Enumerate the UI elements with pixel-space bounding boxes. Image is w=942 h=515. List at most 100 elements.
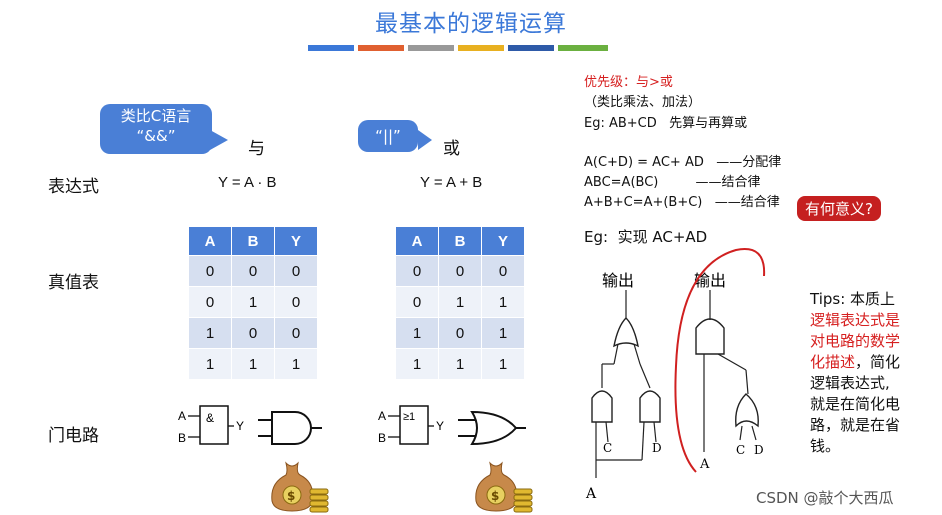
money-bag-icon: $ [475,461,533,513]
stripe-1 [308,45,354,51]
truth-header-a: A [188,226,232,256]
truth-cell: 1 [274,348,318,380]
associative-law-and: ABC=A(BC) ——结合律 [584,175,761,190]
associative-law-or: A+B+C=A+(B+C) ——结合律 [584,195,780,210]
truth-cell: 0 [274,286,318,318]
truth-cell: 1 [395,348,439,380]
table-row: 0 1 1 [395,286,525,318]
tips-red-line-3: 化描述 [810,353,856,371]
truth-cell: 1 [481,348,525,380]
red-circle-annotation [674,248,766,473]
or-word: 或 [443,139,460,159]
or-gate-ansi-shape [470,410,518,446]
and-gate-diagram: A B & Y [178,405,322,445]
truth-cell: 0 [231,317,275,349]
tips-rest-5: 钱。 [810,437,841,455]
table-row: 0 0 0 [188,255,318,287]
gate-output-y-label: Y [436,419,444,433]
tips-lead: Tips: 本质上 [810,290,896,308]
truth-cell: 0 [481,255,525,287]
example-2-note: Eg: 实现 AC+AD [584,228,708,246]
and-word: 与 [248,139,265,159]
truth-header-b: B [231,226,275,256]
truth-cell: 0 [274,255,318,287]
tips-rest-2: 逻辑表达式, [810,374,890,392]
truth-header-y: Y [274,226,318,256]
table-row: 1 0 0 [188,317,318,349]
truth-cell: 1 [231,348,275,380]
tips-rest-4: 路，就是在省 [810,416,901,434]
truth-cell: 1 [438,348,482,380]
truth-cell: 0 [395,286,439,318]
tips-rest-3: 就是在简化电 [810,395,901,413]
tips-rest-1: ，简化 [855,353,901,371]
or-analogy-bubble: “||” [358,120,432,152]
or-truth-table: A B Y 0 0 0 0 1 1 1 0 1 1 1 1 [395,226,525,380]
truth-cell: 0 [231,255,275,287]
tips-red-line-2: 对电路的数学 [810,332,901,350]
gate-output-y-label: Y [236,419,244,433]
handwritten-circuit-sketch: 输出 输出 C D A C D A [585,248,766,502]
example-1-note: Eg: AB+CD 先算与再算或 [584,116,748,131]
truth-cell: 1 [395,317,439,349]
and-expression: Y = A · B [218,174,277,191]
handwritten-a-label: A [699,457,710,472]
truth-cell: 0 [188,255,232,287]
truth-cell: 1 [188,348,232,380]
truth-cell: 1 [481,286,525,318]
stripe-4 [458,45,504,51]
handwritten-output-label: 输出 [694,271,726,290]
tips-red-line-1: 逻辑表达式是 [810,311,901,329]
stripe-3 [408,45,454,51]
truth-cell: 0 [438,255,482,287]
slide-title: 最基本的逻辑运算 [375,11,567,37]
truth-cell: 0 [438,317,482,349]
or-expression: Y = A + B [420,174,483,191]
analogy-note: （类比乘法、加法） [584,95,702,110]
table-row: 1 0 1 [395,317,525,349]
table-row: 1 1 1 [395,348,525,380]
truth-cell: 1 [231,286,275,318]
stripe-6 [558,45,608,51]
handwritten-a-label: A [585,486,597,502]
handwritten-c-label: C [736,443,745,457]
stripe-2 [358,45,404,51]
truth-cell: 0 [274,317,318,349]
or-gate-diagram: A B ≥1 Y [378,405,526,446]
table-row: 1 1 1 [188,348,318,380]
gate-input-b-label: B [378,431,386,445]
and-truth-table: A B Y 0 0 0 0 1 0 1 0 0 1 1 1 [188,226,318,380]
handwritten-d-label: D [754,443,764,457]
or-gate-symbol: ≥1 [403,411,415,423]
gate-circuit-row-label: 门电路 [48,426,99,446]
money-bag-icon: $ [271,461,329,513]
or-gate-box [399,405,429,445]
truth-cell: 0 [395,255,439,287]
stripe-5 [508,45,554,51]
gate-input-b-label: B [178,431,186,445]
and-analogy-bubble: 类比C语言 “&&” [100,104,228,154]
truth-header-a: A [395,226,439,256]
handwritten-c-label: C [603,441,612,455]
and-gate-box [199,405,229,445]
truth-cell: 1 [438,286,482,318]
csdn-watermark: CSDN @敲个大西瓜 [756,489,894,507]
truth-cell: 1 [481,317,525,349]
tips-line-3: 化描述，简化 [810,352,940,373]
question-callout: 有何意义? [797,196,881,221]
truth-header-b: B [438,226,482,256]
truth-table-row-label: 真值表 [48,273,99,293]
and-gate-ansi-shape [271,411,312,445]
svg-text:$: $ [491,489,499,503]
truth-cell: 0 [188,286,232,318]
table-row: 0 0 0 [395,255,525,287]
truth-cell: 1 [188,317,232,349]
handwritten-d-label: D [652,441,662,455]
expression-row-label: 表达式 [48,177,99,197]
gate-input-a-label: A [378,409,386,423]
svg-text:$: $ [287,489,295,503]
handwritten-output-label: 输出 [602,271,634,290]
priority-note: 优先级：与>或 [584,75,673,90]
gate-input-a-label: A [178,409,186,423]
tips-block: Tips: 本质上 逻辑表达式是 对电路的数学 化描述，简化 逻辑表达式, 就是… [810,289,940,457]
